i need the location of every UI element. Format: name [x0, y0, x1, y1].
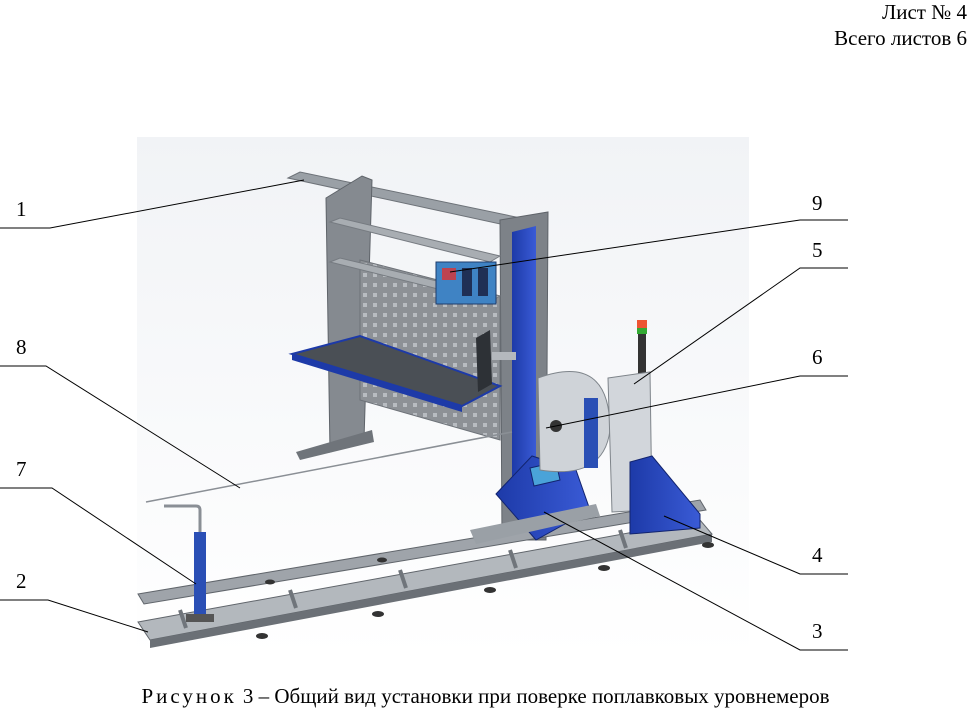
sheet-number: Лист № 4: [881, 0, 967, 24]
blue-bracket: [629, 455, 701, 535]
callout-3: 3: [812, 619, 823, 643]
callout-9: 9: [812, 191, 823, 215]
measuring-tape: [145, 431, 513, 503]
caption-word: Рисунок: [141, 684, 237, 708]
callout-leaders: [0, 179, 848, 651]
callout-7: 7: [16, 457, 27, 481]
caption-text: 3 – Общий вид установки при поверке попл…: [242, 684, 830, 708]
callout-5: 5: [812, 238, 823, 262]
total-sheets: Всего листов 6: [834, 26, 967, 50]
callout-8: 8: [16, 335, 27, 359]
rail-track: [137, 499, 714, 648]
level-gauge-post: [164, 504, 214, 622]
workbench: [286, 171, 549, 541]
callout-labels: 1 2 3 4 5 6 7 8 9: [16, 191, 823, 643]
rotary-disk: [537, 371, 611, 473]
callout-4: 4: [812, 543, 823, 567]
callout-1: 1: [16, 197, 27, 221]
callout-2: 2: [16, 569, 27, 593]
callout-6: 6: [812, 345, 823, 369]
carriage: [470, 455, 600, 544]
